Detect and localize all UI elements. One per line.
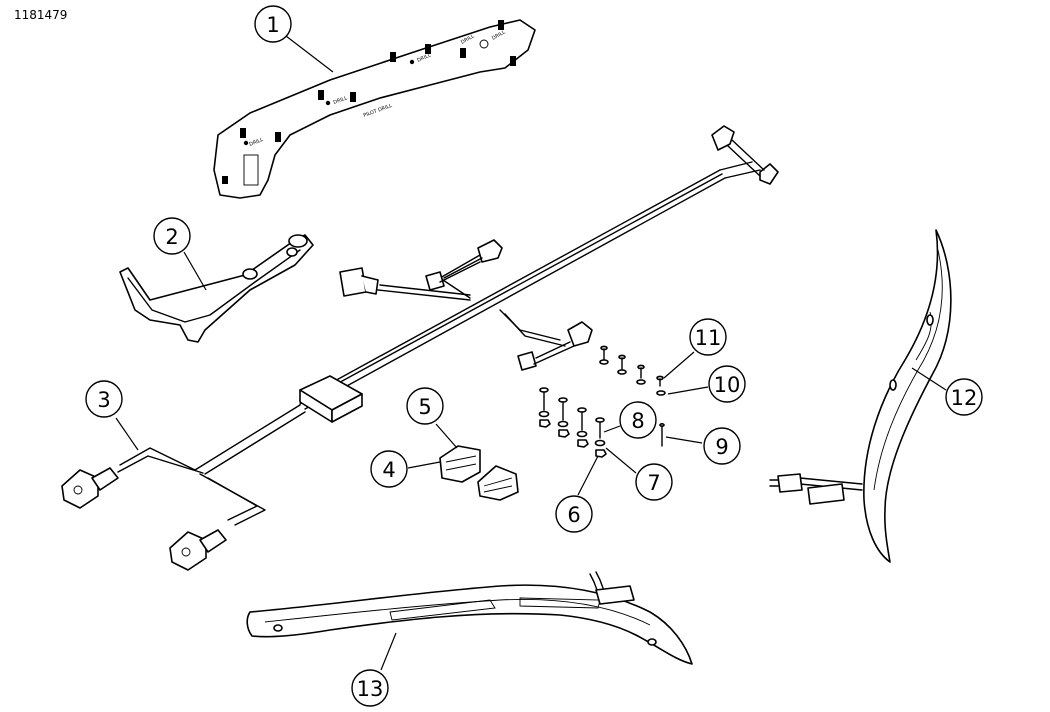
callout-1: 1 (254, 5, 292, 43)
callout-10: 10 (708, 365, 746, 403)
harness-connector-b (169, 531, 207, 571)
callout-3: 3 (85, 380, 123, 418)
callout-1-label: 1 (266, 13, 279, 37)
template-label-3: PILOT DRILL (363, 103, 393, 119)
callout-13: 13 (351, 669, 389, 707)
washer (594, 439, 606, 447)
callout-12-label: 12 (951, 386, 978, 410)
small-screw (636, 364, 646, 385)
harness-connector-c (711, 125, 735, 151)
callout-5-label: 5 (418, 395, 431, 419)
template-cutout (243, 154, 259, 186)
small-screw (599, 345, 609, 365)
callout-11-label: 11 (695, 326, 722, 350)
harness-connector-a (61, 469, 99, 509)
callout-4-label: 4 (382, 458, 395, 482)
callout-2: 2 (153, 217, 191, 255)
hardware-fasteners (538, 345, 666, 458)
bolt (595, 417, 605, 439)
callout-7: 7 (635, 463, 673, 501)
callout-13-label: 13 (357, 677, 384, 701)
small-screw (656, 375, 664, 387)
callout-2-label: 2 (165, 225, 178, 249)
template-label-4: DRILL (416, 52, 432, 63)
figure-code: 1181479 (14, 8, 68, 22)
harness-connector-d (339, 267, 367, 297)
harness-connector-e (477, 239, 503, 263)
nut (595, 449, 607, 458)
callout-3-label: 3 (97, 388, 110, 412)
callout-10-label: 10 (714, 373, 741, 397)
label-tag (595, 585, 635, 605)
nut (558, 429, 570, 438)
label-tag (807, 483, 845, 505)
washer (538, 410, 550, 418)
callout-5: 5 (406, 387, 444, 425)
bolt (539, 387, 549, 411)
callout-12: 12 (945, 378, 983, 416)
callout-8: 8 (619, 401, 657, 439)
small-screw (617, 354, 627, 375)
callout-7-label: 7 (647, 471, 660, 495)
template-label-1: DRILL (249, 137, 265, 148)
nut (577, 439, 589, 448)
bolt (558, 397, 568, 421)
callout-11: 11 (689, 318, 727, 356)
bolt (577, 407, 587, 431)
part-1-drill-template: DRILL DRILL PILOT DRILL DRILL DRILL DRIL… (213, 19, 536, 199)
part-2-mounting-bracket (119, 234, 314, 343)
washer (576, 430, 588, 438)
harness-connector-f (567, 321, 593, 347)
callout-6-label: 6 (567, 503, 580, 527)
callout-4: 4 (370, 450, 408, 488)
part-13-led-strip-horizontal (246, 571, 693, 665)
leader-lines (115, 35, 947, 671)
part-12-led-strip-vertical (769, 229, 952, 563)
template-label-2: DRILL (333, 95, 349, 106)
part-3-wiring-harness (61, 125, 779, 571)
small-washer (656, 390, 666, 396)
part-5-connector (477, 465, 519, 501)
callout-9: 9 (703, 427, 741, 465)
callout-9-label: 9 (715, 435, 728, 459)
callout-8-label: 8 (631, 409, 644, 433)
callout-6: 6 (555, 495, 593, 533)
pin (659, 422, 665, 447)
washer (557, 420, 569, 428)
nut (539, 419, 551, 428)
part-4-connector (439, 445, 481, 483)
